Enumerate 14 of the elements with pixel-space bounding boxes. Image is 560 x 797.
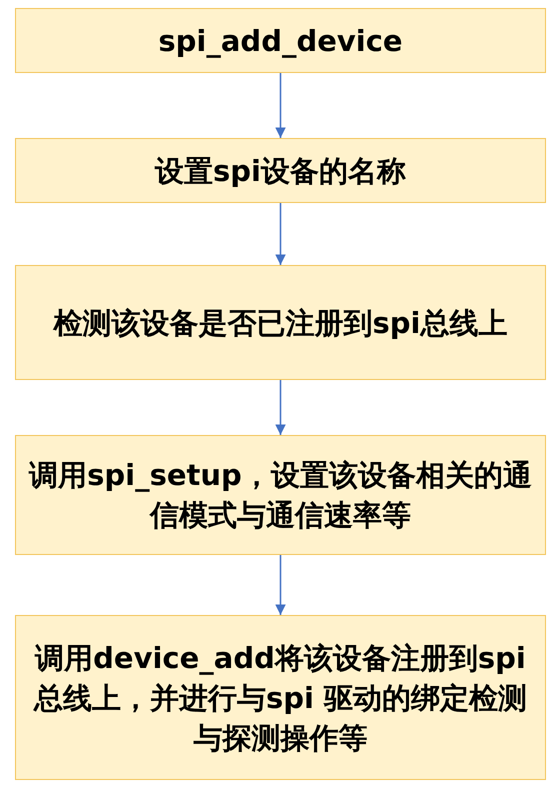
arrow [275,203,286,265]
step-text: 调用spi_setup，设置该设备相关的通信模式与通信速率等 [28,457,533,534]
arrow [275,73,286,138]
process-box [15,265,546,380]
step-text: 调用device_add将该设备注册到spi总线上，并进行与spi 驱动的绑定检测与探测操作等 [32,640,528,756]
arrow [275,555,286,615]
process-box [15,435,546,555]
step-text: spi_add_device [158,22,403,60]
step-text: 检测该设备是否已注册到spi总线上 [54,304,508,342]
step-text: 设置spi设备的名称 [155,152,406,190]
process-box [15,615,546,780]
process-box [15,8,546,73]
process-box [15,138,546,203]
arrow [275,380,286,435]
